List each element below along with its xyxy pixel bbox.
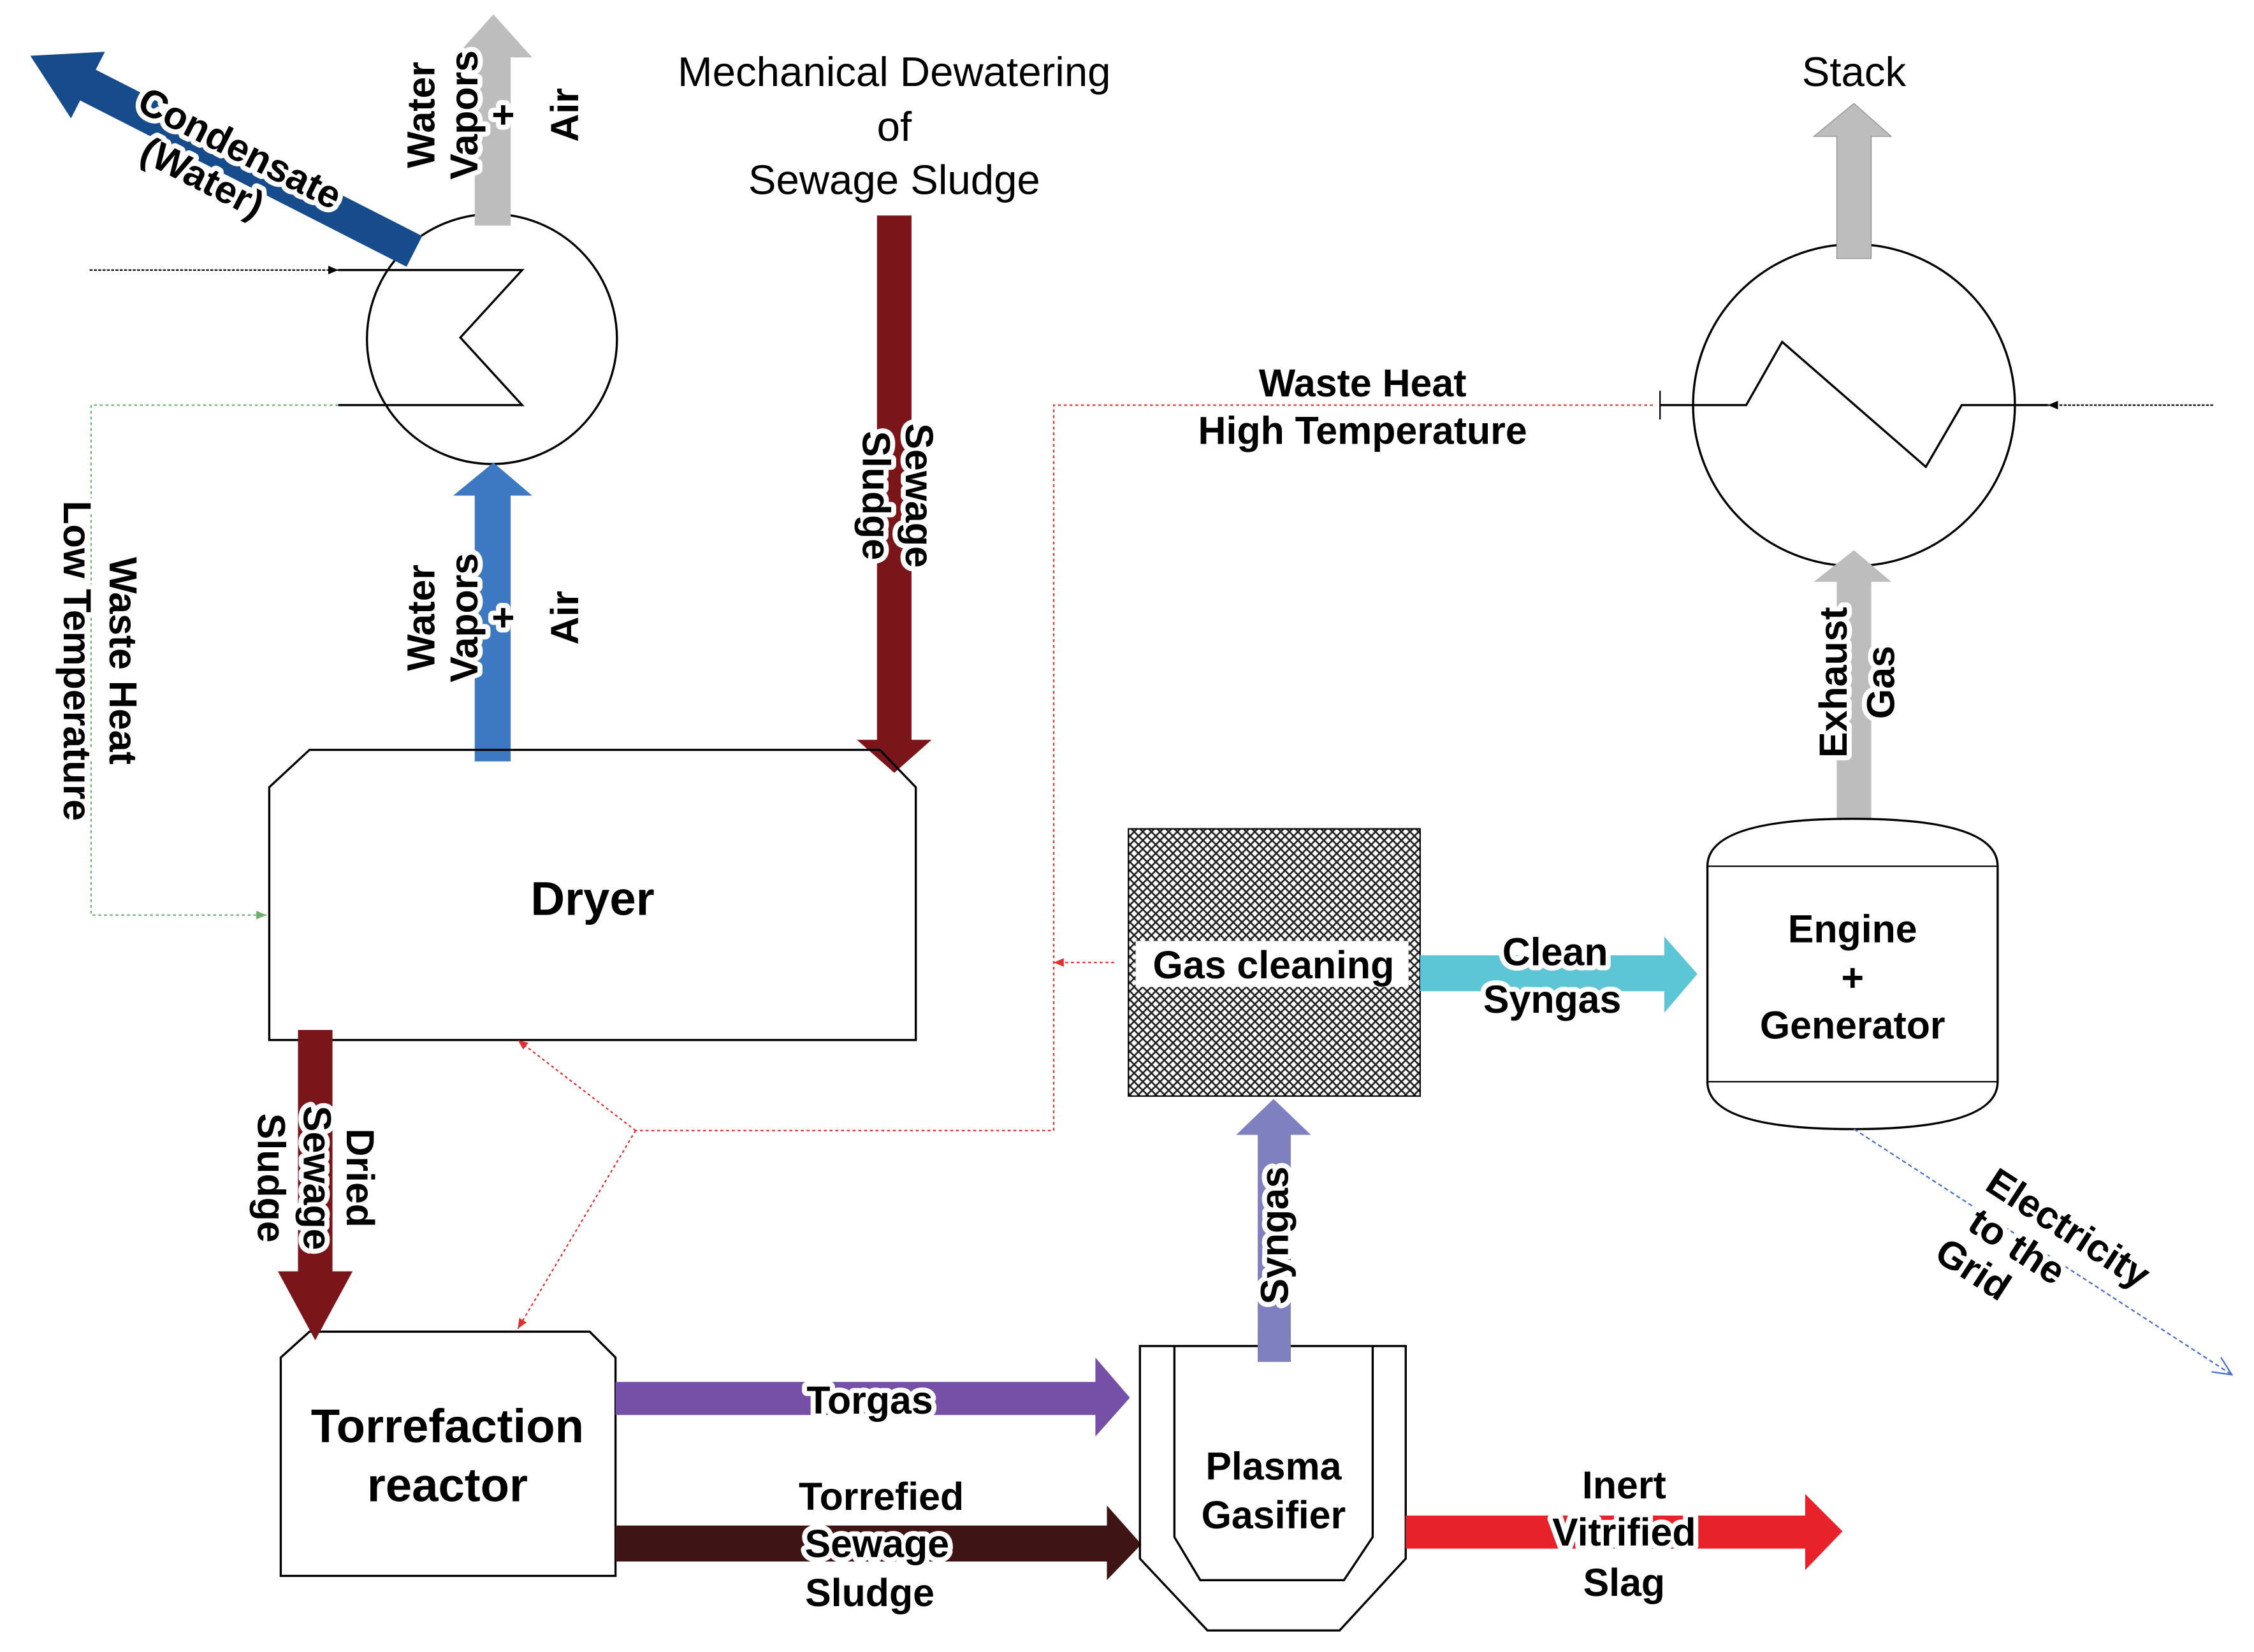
gas-cleaning-label: Gas cleaning	[1153, 943, 1395, 987]
slag-label-2: Vitrified	[1552, 1511, 1696, 1554]
torrefied-sludge-arrow	[615, 1505, 1142, 1581]
engine-label-3: Generator	[1760, 1004, 1945, 1047]
plasma-gasifier	[1138, 1345, 1407, 1632]
syngas-arrow	[1236, 1099, 1311, 1362]
exhaust-label-2: Gas	[1859, 646, 1903, 719]
dried-sludge-arrow	[277, 1030, 353, 1340]
torrefaction-reactor	[279, 1330, 617, 1577]
torrefied-label-3: Sludge	[805, 1571, 934, 1614]
vapors-dryer-arrow	[453, 462, 532, 762]
torrefaction-label-1: Torrefaction	[311, 1400, 584, 1453]
waste-heat-low-label-2: Low Temperature	[55, 500, 99, 821]
gasifier-label-1: Plasma	[1205, 1445, 1342, 1488]
vapors-dryer-label-1: Water	[400, 565, 443, 671]
vapors-dryer-label-2: Vapors	[442, 553, 486, 683]
exhaust-label-1: Exhaust	[1812, 607, 1855, 758]
waste-heat-high-label-2: High Temperature	[1198, 409, 1527, 452]
torrefied-label-1: Torrefied	[799, 1475, 964, 1518]
clean-syngas-label-1: Clean	[1502, 931, 1608, 974]
title-line-3: Sewage Sludge	[748, 156, 1040, 203]
torgas-label: Torgas	[806, 1379, 933, 1422]
electricity-line	[1853, 1128, 2232, 1375]
dryer-unit	[268, 748, 917, 1041]
condenser	[89, 213, 618, 465]
vapors-top-label-3: +	[481, 104, 525, 127]
waste-heat-high-label-1: Waste Heat	[1259, 361, 1467, 405]
stack-arrow	[1812, 103, 1893, 259]
dried-sludge-label-2: Sewage	[296, 1106, 339, 1250]
clean-syngas-arrow	[1420, 936, 1698, 1013]
stack-label: Stack	[1802, 48, 1907, 95]
torrefied-label-2: Sewage	[805, 1522, 950, 1565]
heat-recovery-exchanger	[1659, 243, 2213, 567]
torgas-arrow	[615, 1357, 1130, 1437]
clean-syngas-label-2: Syngas	[1483, 978, 1621, 1021]
title-line-2: of	[877, 103, 912, 150]
waste-heat-low-label-1: Waste Heat	[101, 557, 145, 765]
slag-label-1: Inert	[1582, 1463, 1666, 1507]
syngas-label: Syngas	[1253, 1166, 1296, 1304]
vapors-top-label-2: Vapors	[442, 50, 486, 180]
sewage-sludge-label-1: Sewage	[898, 423, 941, 568]
dried-sludge-label-1: Dried	[338, 1128, 382, 1228]
dryer-label: Dryer	[530, 873, 654, 925]
engine-generator-unit	[1706, 818, 1999, 1131]
slag-label-3: Slag	[1583, 1561, 1666, 1604]
vapors-top-label-4: Air	[543, 88, 586, 142]
sewage-sludge-arrow	[857, 215, 932, 773]
engine-label-2: +	[1841, 956, 1864, 999]
sewage-sludge-label-2: Sludge	[854, 431, 898, 560]
slag-arrow	[1406, 1494, 1843, 1570]
torrefaction-label-2: reactor	[367, 1458, 528, 1511]
title-line-1: Mechanical Dewatering	[678, 48, 1110, 95]
vapors-top-label-1: Water	[400, 62, 443, 168]
exhaust-gas-arrow	[1814, 550, 1892, 819]
vapors-dryer-label-4: Air	[543, 591, 586, 645]
waste-heat-low-line	[90, 404, 338, 920]
waste-heat-high-lines	[517, 404, 1653, 1330]
vapors-dryer-label-3: +	[481, 606, 525, 629]
engine-label-1: Engine	[1788, 908, 1917, 951]
dried-sludge-label-3: Sludge	[249, 1113, 293, 1243]
vapors-out-arrow	[454, 14, 532, 226]
gasifier-label-2: Gasifier	[1202, 1493, 1346, 1537]
condensate-arrow	[30, 52, 423, 267]
